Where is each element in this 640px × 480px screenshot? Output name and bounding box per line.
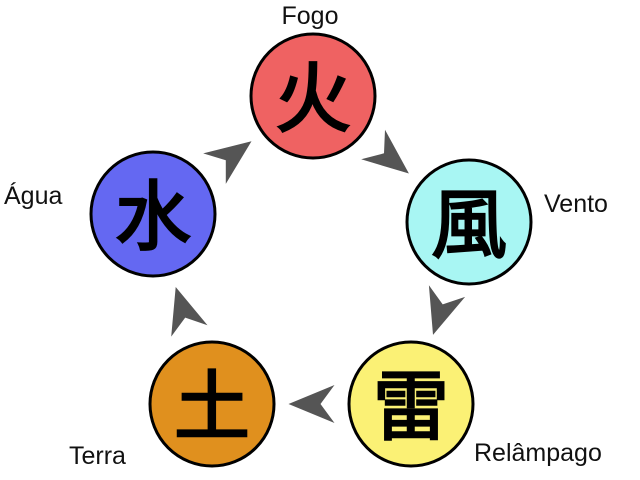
earth-circle	[148, 340, 276, 468]
wind-circle	[405, 158, 533, 286]
lightning-glyph: 雷	[373, 363, 449, 452]
arrow-fire-to-wind	[361, 129, 409, 174]
water-label: Água	[4, 181, 62, 210]
element-node-wind: 風 Vento	[405, 158, 608, 286]
arrow-earth-to-water	[171, 287, 208, 337]
fire-label: Fogo	[282, 2, 339, 30]
water-circle	[89, 150, 217, 278]
element-node-earth: 土 Terra	[69, 340, 276, 470]
fire-glyph: 火	[275, 55, 351, 144]
arrow-water-to-fire	[203, 141, 252, 184]
earth-label: Terra	[69, 442, 126, 470]
wind-label: Vento	[544, 190, 608, 218]
earth-glyph: 土	[174, 363, 250, 452]
fire-circle	[249, 32, 377, 160]
element-node-lightning: 雷 Relâmpago	[347, 340, 602, 468]
water-glyph: 水	[115, 173, 192, 262]
cycle-arrows	[171, 129, 466, 423]
lightning-circle	[347, 340, 475, 468]
element-node-fire: 火 Fogo	[249, 2, 377, 160]
wind-glyph: 風	[431, 181, 507, 270]
arrow-wind-to-lightning	[428, 285, 466, 335]
arrow-lightning-to-earth	[288, 385, 335, 423]
lightning-label: Relâmpago	[474, 439, 602, 467]
element-node-water: 水 Água	[4, 150, 217, 278]
